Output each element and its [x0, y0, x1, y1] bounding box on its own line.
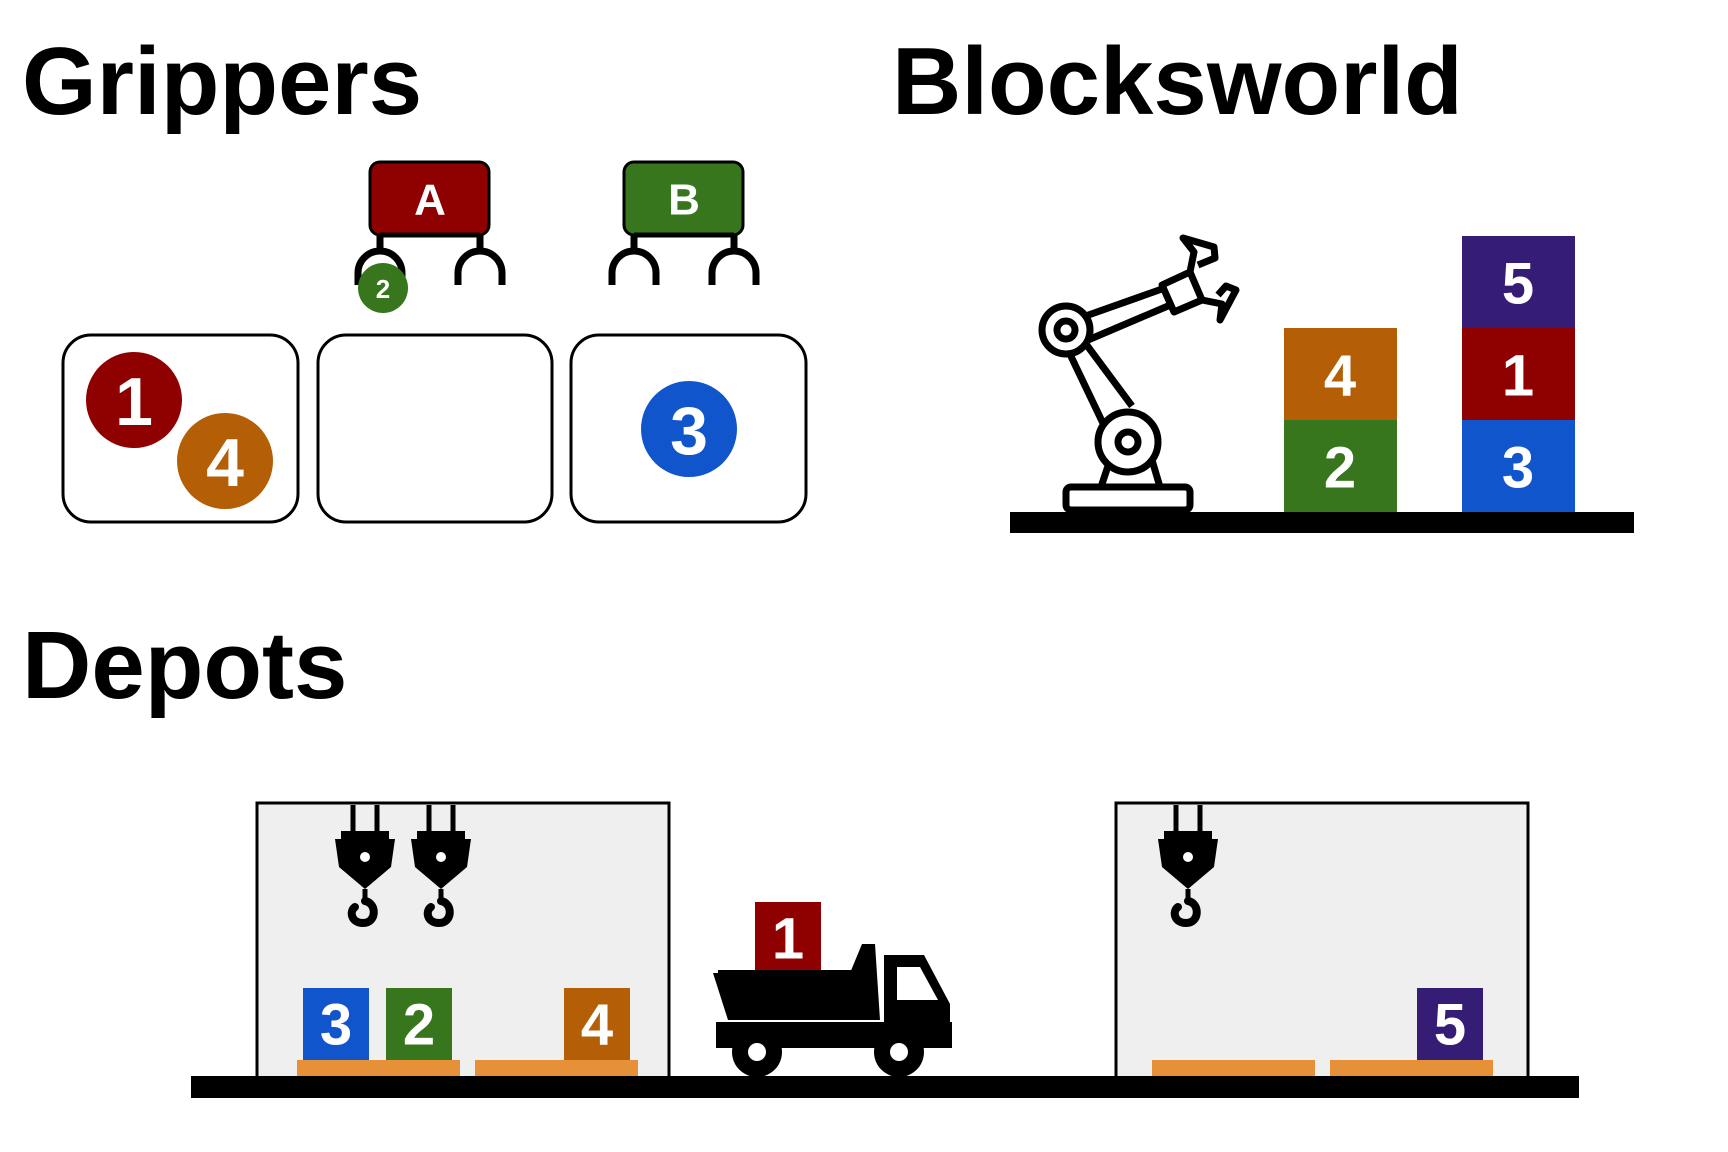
- block-5: 5: [1462, 236, 1575, 328]
- block-5-label: 5: [1502, 252, 1534, 317]
- crate-5-rect: [1417, 988, 1483, 1060]
- gripper-label-a: A: [414, 176, 446, 225]
- crate-4-label: 4: [581, 993, 613, 1058]
- crate-4-rect: [564, 988, 630, 1060]
- depots-ground: [191, 1076, 1579, 1098]
- gripper-robot-a: A: [358, 160, 502, 285]
- held-ball: 2: [358, 263, 408, 313]
- room-2: [316, 333, 554, 524]
- block-2: 2: [1284, 420, 1397, 512]
- pallet: [475, 1060, 638, 1076]
- ball-3-label: 3: [670, 393, 708, 469]
- ball-4: 4: [177, 413, 273, 509]
- depots-title: Depots: [22, 612, 348, 719]
- block-1-label: 1: [1502, 344, 1534, 409]
- block-4-label: 4: [1324, 344, 1356, 409]
- ball-3-circle: [641, 381, 737, 477]
- block-4-rect: [1284, 328, 1397, 420]
- crate-3-rect: [303, 988, 369, 1060]
- crate-4: 4: [564, 988, 630, 1060]
- ball-1: 1: [86, 352, 182, 448]
- pallet: [1330, 1060, 1493, 1076]
- crate-2-rect: [386, 988, 452, 1060]
- crate-5: 5: [1417, 988, 1483, 1060]
- block-2-label: 2: [1324, 436, 1356, 501]
- block-4: 4: [1284, 328, 1397, 420]
- pallet: [1152, 1060, 1315, 1076]
- crate-2-label: 2: [403, 993, 435, 1058]
- block-3-rect: [1462, 420, 1575, 512]
- robot-arm-icon: [1038, 234, 1240, 514]
- ball-3: 3: [641, 381, 737, 477]
- crate-3: 3: [303, 988, 369, 1060]
- held-ball-circle: [358, 263, 408, 313]
- crate-5-label: 5: [1434, 993, 1466, 1058]
- gripper-claws-b: [612, 235, 756, 285]
- block-5-rect: [1462, 236, 1575, 328]
- grippers-title: Grippers: [22, 28, 423, 135]
- crate-3-label: 3: [320, 993, 352, 1058]
- block-2-rect: [1284, 420, 1397, 512]
- ball-4-label: 4: [206, 425, 244, 501]
- block-1: 1: [1462, 328, 1575, 420]
- block-3-label: 3: [1502, 436, 1534, 501]
- crate-2: 2: [386, 988, 452, 1060]
- block-1-rect: [1462, 328, 1575, 420]
- ball-1-label: 1: [115, 364, 153, 440]
- gripper-robot-b: B: [612, 160, 756, 285]
- gripper-label-b: B: [668, 176, 700, 225]
- blocksworld-title: Blocksworld: [892, 28, 1463, 135]
- crate-1-label: 1: [772, 907, 804, 972]
- crate-1-rect: [755, 902, 821, 974]
- blocksworld-table: [1010, 512, 1634, 533]
- ball-1-circle: [86, 352, 182, 448]
- pallet: [297, 1060, 460, 1076]
- dump-truck-icon: 1: [713, 902, 952, 1077]
- block-3: 3: [1462, 420, 1575, 512]
- ball-4-circle: [177, 413, 273, 509]
- held-ball-label: 2: [376, 274, 390, 304]
